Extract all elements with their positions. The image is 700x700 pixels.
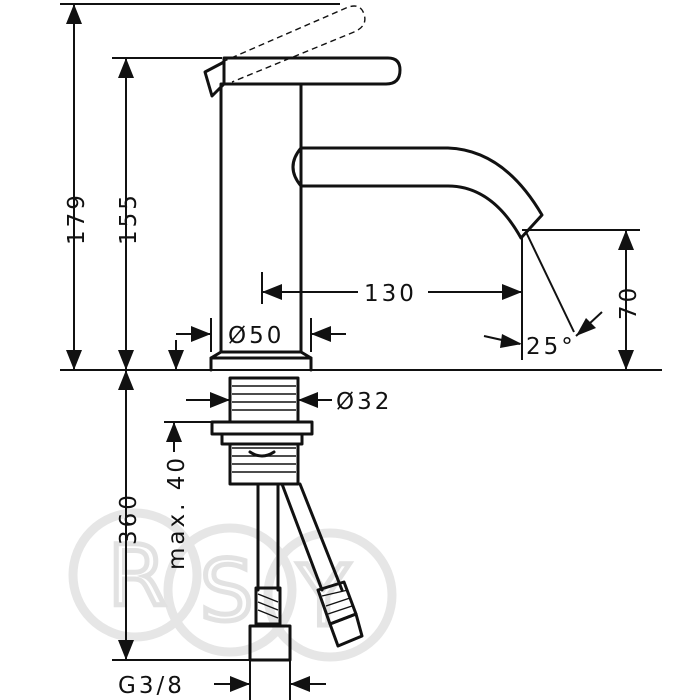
svg-text:S: S — [200, 542, 253, 640]
spout — [291, 146, 544, 240]
dimension-diameter-32: Ø32 — [186, 389, 392, 415]
mounting-shank — [210, 376, 314, 486]
supply-hoses — [248, 482, 364, 662]
dimension-155-label: 155 — [116, 192, 142, 245]
dimension-130: 130 — [261, 238, 523, 360]
dimension-360: 360 — [112, 370, 258, 661]
dimension-angle-25-label: 25° — [526, 334, 576, 360]
base-indicator-arrow — [168, 340, 184, 370]
dimension-diameter-50: Ø50 — [176, 318, 346, 352]
dimension-70-label: 70 — [616, 285, 642, 320]
dimension-max-40: max. 40 — [164, 421, 214, 570]
dimension-130-label: 130 — [364, 281, 417, 307]
dimension-diameter-32-label: Ø32 — [336, 389, 392, 415]
dimension-179-label: 179 — [64, 192, 90, 245]
svg-text:R: R — [108, 527, 166, 625]
dimension-angle-25: 25° — [483, 231, 603, 360]
dimension-g38-label: G3/8 — [118, 673, 185, 699]
dimension-155: 155 — [112, 57, 222, 370]
dimension-diameter-50-label: Ø50 — [228, 323, 284, 349]
watermark-logo: R S Y — [68, 508, 397, 662]
lever-handle — [203, 56, 402, 98]
dimension-70: 70 — [522, 229, 642, 370]
lever-open-position — [221, 5, 366, 83]
dimension-max-40-label: max. 40 — [164, 455, 190, 570]
dimension-g38: G3/8 — [118, 660, 326, 700]
dimension-360-label: 360 — [116, 492, 142, 545]
dimension-179: 179 — [60, 3, 340, 370]
